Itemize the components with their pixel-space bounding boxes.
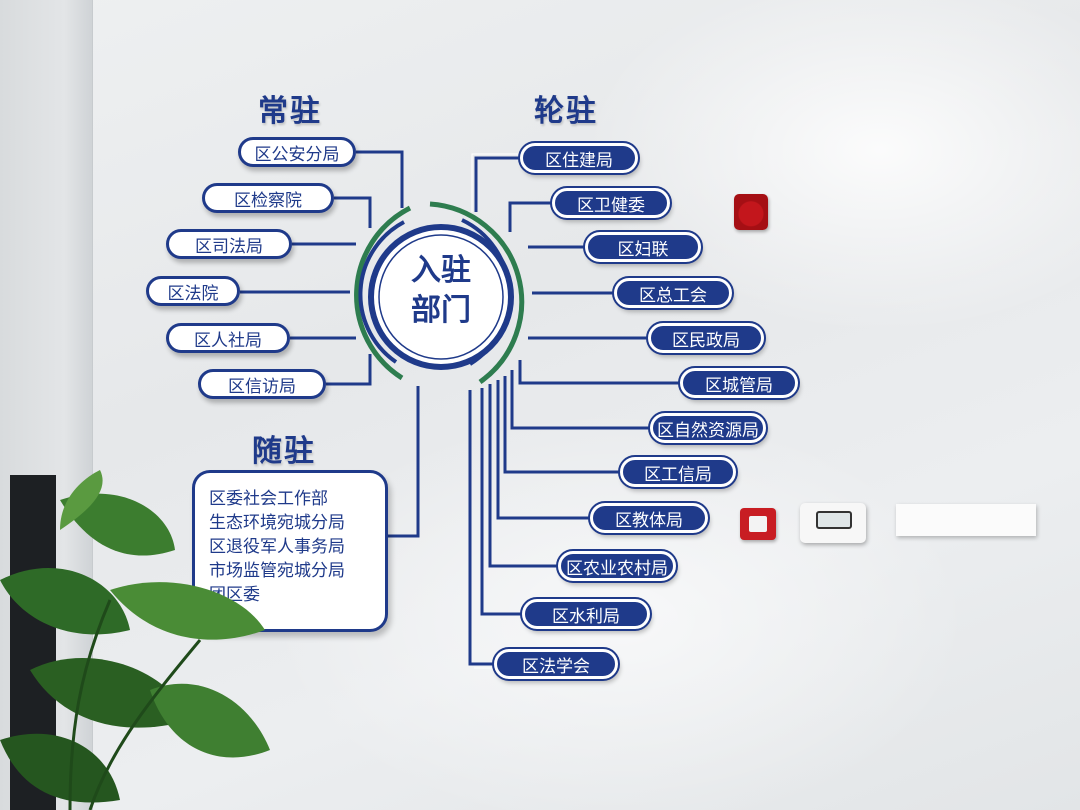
control-panel-icon [800, 503, 866, 543]
resident-dept-pill: 区人社局 [166, 323, 290, 353]
fire-alarm-button-icon [740, 508, 776, 540]
resident-dept-pill: 区检察院 [202, 183, 334, 213]
rotating-dept-pill: 区民政局 [646, 321, 766, 355]
accompanying-dept-line: 区委社会工作部 [209, 489, 328, 509]
accompanying-dept-line: 市场监管宛城分局 [209, 561, 345, 581]
accompanying-dept-line: 生态环境宛城分局 [209, 513, 345, 533]
rotating-dept-pill: 区农业农村局 [556, 549, 678, 583]
heading-accompanying: 随驻 [252, 434, 316, 469]
rotating-dept-pill: 区妇联 [583, 230, 703, 264]
rotating-dept-pill: 区教体局 [588, 501, 710, 535]
rotating-dept-pill: 区城管局 [678, 366, 800, 400]
center-title: 入驻 部门 [381, 251, 501, 331]
rotating-dept-pill: 区卫健委 [550, 186, 672, 220]
rotating-dept-pill: 区工信局 [618, 455, 738, 489]
center-title-line1: 入驻 [411, 253, 471, 288]
heading-rotating: 轮驻 [534, 94, 598, 129]
resident-dept-pill: 区公安分局 [238, 137, 356, 167]
rotating-dept-pill: 区自然资源局 [648, 411, 768, 445]
accompanying-dept-line: 区退役军人事务局 [209, 537, 345, 557]
fire-alarm-bell-icon [734, 194, 768, 230]
resident-dept-pill: 区司法局 [166, 229, 292, 259]
potted-plant-icon [0, 470, 270, 810]
rotating-dept-pill: 区总工会 [612, 276, 734, 310]
light-switch-plate [896, 504, 1036, 536]
rotating-dept-pill: 区法学会 [492, 647, 620, 681]
resident-dept-pill: 区信访局 [198, 369, 326, 399]
rotating-dept-pill: 区水利局 [520, 597, 652, 631]
center-title-line2: 部门 [411, 293, 471, 328]
resident-dept-pill: 区法院 [146, 276, 240, 306]
heading-resident: 常驻 [258, 94, 322, 129]
rotating-dept-pill: 区住建局 [518, 141, 640, 175]
